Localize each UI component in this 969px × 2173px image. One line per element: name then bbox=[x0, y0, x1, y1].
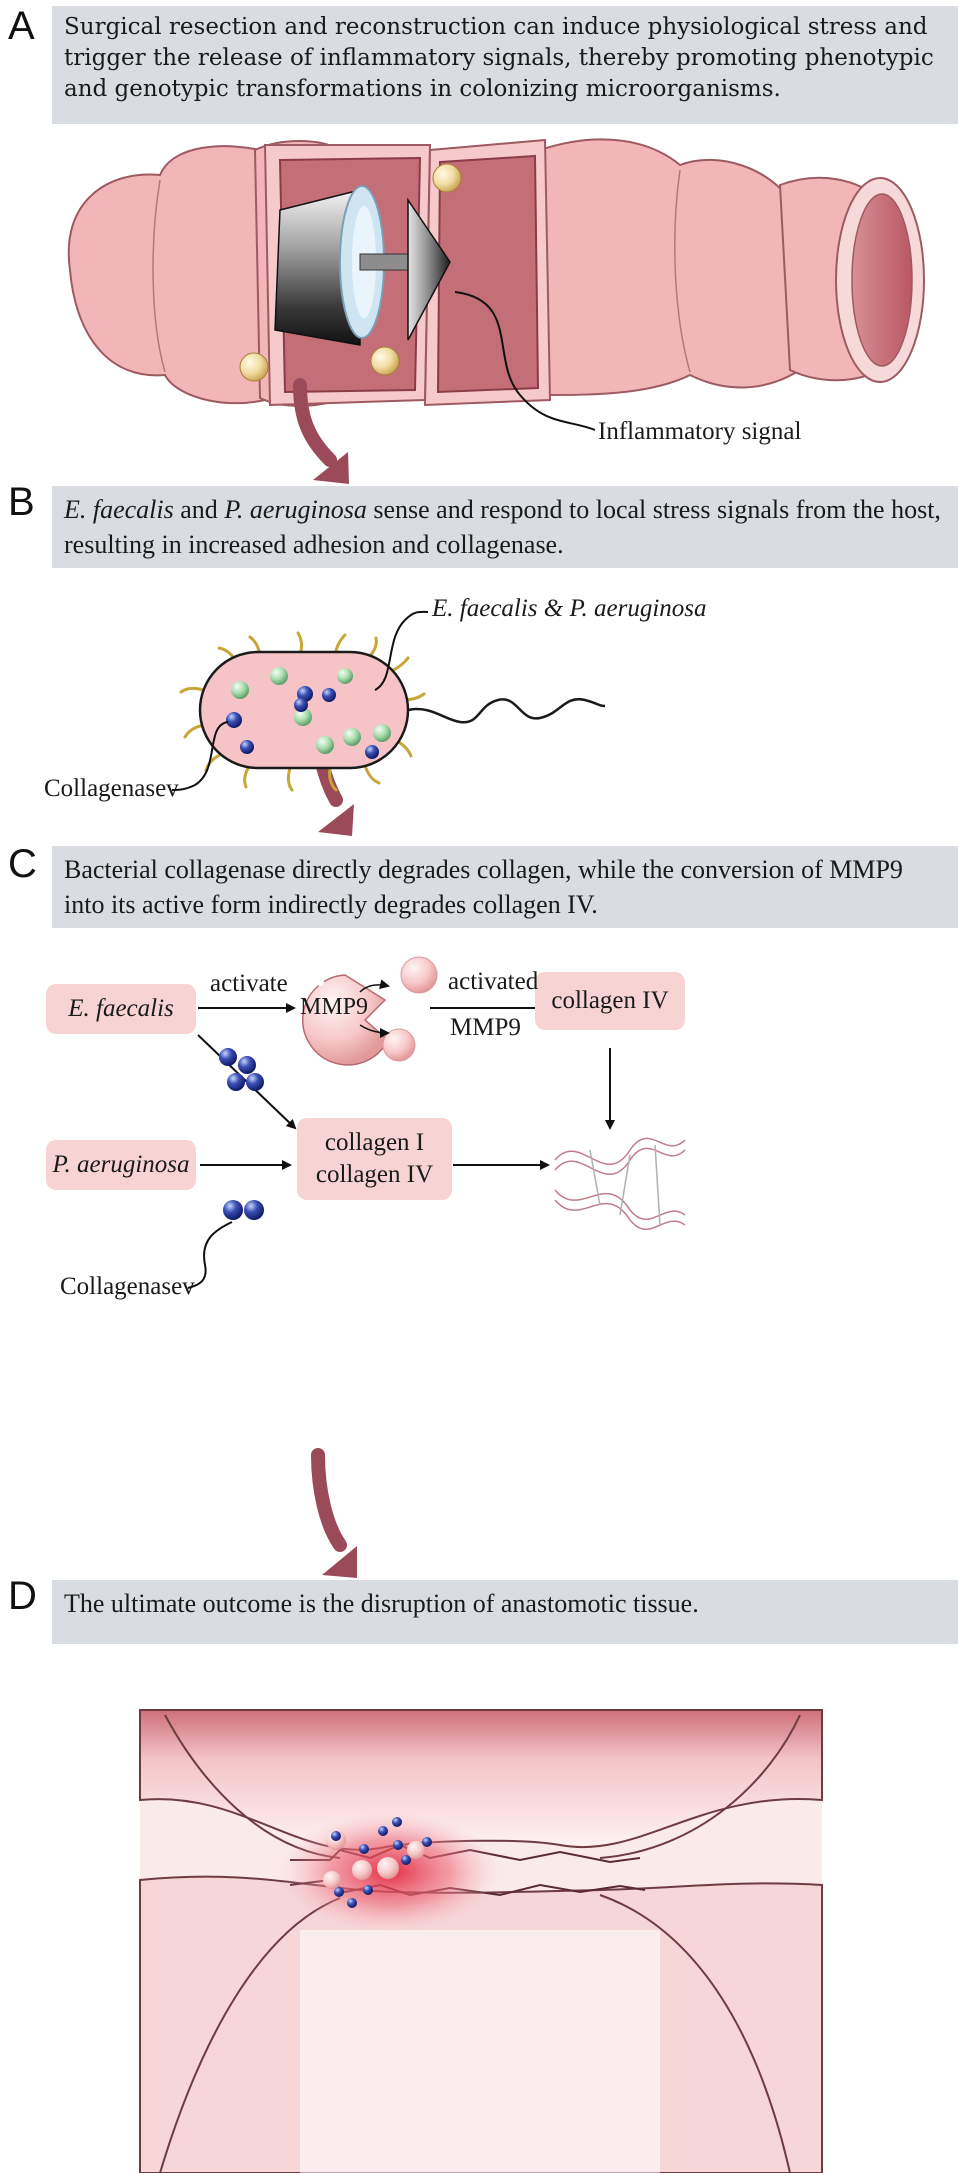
caption-c: Bacterial collagenase directly degrades … bbox=[52, 846, 958, 928]
collagenase-particles-c bbox=[219, 1048, 264, 1220]
leader-line-inflammatory bbox=[454, 291, 596, 431]
bacterium bbox=[179, 631, 606, 792]
anastomotic-tissue bbox=[139, 1709, 823, 2173]
panel-letter-a: A bbox=[8, 4, 35, 48]
box-e-faecalis: E. faecalis bbox=[46, 984, 196, 1034]
label-bacteria: E. faecalis & P. aeruginosa bbox=[432, 595, 707, 622]
box-collagen-i-iv: collagen I collagen IV bbox=[297, 1118, 452, 1200]
panel-letter-b: B bbox=[8, 480, 35, 524]
caption-b-species-1: E. faecalis bbox=[64, 495, 174, 524]
caption-a-text: Surgical resection and reconstruction ca… bbox=[64, 14, 934, 102]
mmp9-enzyme bbox=[302, 956, 438, 1066]
leader-line-collagenase-c bbox=[187, 1221, 233, 1289]
label-activate: activate bbox=[210, 970, 288, 997]
caption-b-text: sense and respond to local stress signal… bbox=[64, 495, 941, 559]
caption-c-text: Bacterial collagenase directly degrades … bbox=[64, 855, 903, 919]
leader-line-bacteria bbox=[374, 610, 429, 691]
collagen-helix bbox=[554, 1137, 686, 1231]
leader-line-collagenase-b bbox=[171, 721, 229, 791]
label-activated: activated bbox=[448, 968, 539, 995]
box-collagen-iv-label: collagen IV bbox=[315, 1161, 434, 1188]
colon-illustration bbox=[67, 138, 925, 407]
label-mmp9: MMP9 bbox=[300, 994, 369, 1020]
inflammatory-cells-a bbox=[239, 163, 462, 382]
caption-d: The ultimate outcome is the disruption o… bbox=[52, 1580, 958, 1644]
label-collagenase-b: Collagenasev bbox=[44, 775, 179, 802]
panel-letter-d: D bbox=[8, 1574, 37, 1618]
mmp9-release-arrows bbox=[359, 979, 390, 1038]
label-collagenase-c: Collagenasev bbox=[60, 1273, 195, 1300]
caption-b-species-2: P. aeruginosa bbox=[224, 495, 367, 524]
flow-arrowheads bbox=[313, 452, 357, 1578]
label-inflammatory-signal: Inflammatory signal bbox=[598, 418, 802, 445]
box-collagen-iv: collagen IV bbox=[535, 972, 685, 1030]
box-p-aeruginosa: P. aeruginosa bbox=[46, 1140, 196, 1190]
label-activated-mmp9: MMP9 bbox=[450, 1014, 521, 1041]
panel-letter-c: C bbox=[8, 842, 37, 886]
caption-b-and: and bbox=[173, 495, 225, 524]
flow-arrows bbox=[293, 378, 347, 1552]
caption-b: E. faecalis and P. aeruginosa sense and … bbox=[52, 486, 958, 568]
caption-d-text: The ultimate outcome is the disruption o… bbox=[64, 1589, 699, 1618]
box-collagen-i-label: collagen I bbox=[324, 1129, 425, 1156]
caption-a: Surgical resection and reconstruction ca… bbox=[52, 6, 958, 124]
